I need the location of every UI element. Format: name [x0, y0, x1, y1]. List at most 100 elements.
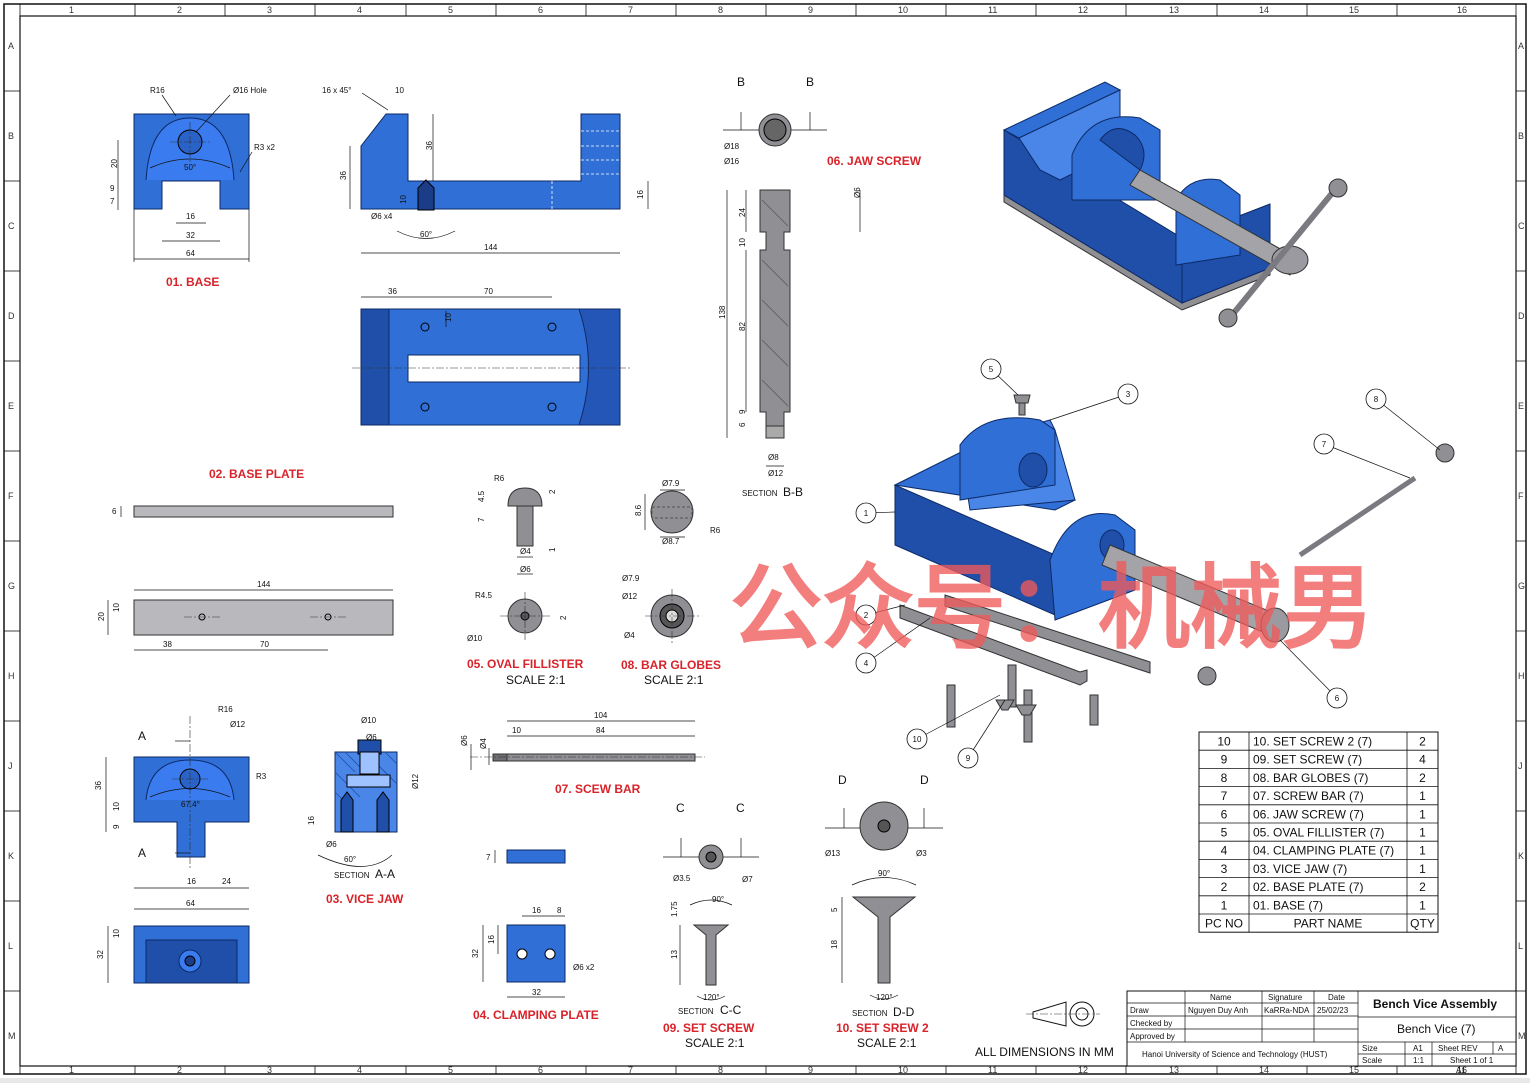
zone-column-label: 10 [898, 5, 908, 15]
dim-text: Ø3 [916, 849, 927, 858]
dim-text: 16 [186, 212, 195, 221]
section-id: A-A [375, 867, 395, 881]
view-title: 02. BASE PLATE [209, 467, 304, 481]
tb-signature: KaRRa-NDA [1264, 1006, 1310, 1015]
dim-text: Ø7.9 [622, 574, 640, 583]
tb-rev: A [1498, 1044, 1504, 1053]
zone-column-label: 7 [628, 1065, 633, 1075]
tb-scale: 1:1 [1413, 1056, 1425, 1065]
dim-text: 10 [399, 195, 408, 204]
vice-jaw-top-view [107, 908, 250, 984]
jaw-screw-section-view [726, 189, 861, 467]
dim-text: 90° [878, 869, 890, 878]
oval-fillister-top-view [500, 592, 550, 640]
section-label: SECTION [742, 489, 778, 498]
dim-text: Ø8 [768, 453, 779, 462]
set-screw2-end-view [825, 801, 943, 851]
zone-column-label: 12 [1078, 1065, 1088, 1075]
tb-sheet: Sheet 1 of 1 [1450, 1056, 1494, 1065]
dim-text: 5 [830, 907, 839, 912]
zone-column-label: 9 [808, 1065, 813, 1075]
tb-organization: Hanoi University of Science and Technolo… [1142, 1050, 1328, 1059]
base-front-view [117, 94, 253, 262]
balloon-label: 6 [1335, 694, 1340, 703]
dim-text: Ø16 Hole [233, 86, 267, 95]
vice-jaw-front-view [105, 716, 250, 889]
zone-row-label: L [8, 941, 13, 951]
dim-text: Ø10 [467, 634, 483, 643]
zone-column-label: 16 [1457, 1065, 1467, 1075]
drawing-title: Bench Vice Assembly [1373, 997, 1497, 1011]
dim-text: Ø16 [724, 157, 740, 166]
dim-text: 20 [97, 612, 106, 621]
dim-text: Ø4 [520, 547, 531, 556]
tb-size: A1 [1413, 1044, 1423, 1053]
clamping-plate-side-view [494, 849, 566, 864]
assembly-exploded-view [893, 394, 1455, 743]
dim-text: 16 x 45° [322, 86, 351, 95]
dim-text: 1.75 [670, 901, 679, 917]
dim-text: 20 [110, 159, 119, 168]
watermark: 公众号：机械男 [730, 555, 1374, 662]
set-screw2-section-view [841, 877, 917, 1000]
tb-header-signature: Signature [1268, 993, 1303, 1002]
zone-column-label: 1 [69, 1065, 74, 1075]
dim-text: 16 [532, 906, 541, 915]
dim-text: Ø12 [411, 773, 420, 789]
zone-column-label: 6 [538, 1065, 543, 1075]
bom-pc-no: 1 [1221, 898, 1228, 912]
bom-pc-no: 6 [1221, 807, 1228, 821]
set-screw-end-view [663, 838, 759, 870]
base-top-view [352, 296, 632, 426]
bom-pc-no: 7 [1221, 789, 1228, 803]
zone-column-label: 12 [1078, 5, 1088, 15]
dim-text: Ø4 [624, 631, 635, 640]
zone-column-label: 6 [538, 5, 543, 15]
tb-sheet-size: A1 [1456, 1066, 1466, 1075]
zone-row-label: C [8, 221, 15, 231]
dim-text: 32 [471, 949, 480, 958]
dim-text: 6 [112, 507, 117, 516]
section-cut-label: B [806, 75, 814, 89]
dim-text: 24 [738, 208, 747, 217]
bom-part-name: 02. BASE PLATE (7) [1253, 880, 1364, 894]
balloon-label: 3 [1126, 390, 1131, 399]
dim-text: 36 [388, 287, 397, 296]
zone-row-label: M [8, 1031, 16, 1041]
zone-column-label: 8 [718, 1065, 723, 1075]
section-label: SECTION [334, 871, 370, 880]
bom-qty: 1 [1419, 807, 1426, 821]
dim-text: 50° [184, 163, 196, 172]
base-plate-side-view [120, 505, 394, 518]
base-plate-top-view [107, 589, 394, 651]
dim-text: 64 [186, 249, 195, 258]
bom-qty: 2 [1419, 880, 1426, 894]
dim-text: R6 [710, 526, 721, 535]
dim-text: Ø12 [230, 720, 246, 729]
bom-pc-no: 10 [1217, 735, 1231, 749]
dim-text: Ø6 [520, 565, 531, 574]
bom-pc-no: 2 [1221, 880, 1228, 894]
dim-text: Ø6 [326, 840, 337, 849]
balloon-circle [906, 728, 928, 750]
dim-text: 84 [596, 726, 605, 735]
bom-qty: 1 [1419, 844, 1426, 858]
zone-row-label: K [8, 851, 14, 861]
bar-globes-end-view [645, 589, 700, 643]
view-scale: SCALE 2:1 [644, 673, 704, 687]
zone-row-label: H [8, 671, 15, 681]
oval-fillister-side-view [507, 487, 543, 575]
zone-column-label: 4 [357, 1065, 362, 1075]
dim-text: 36 [94, 781, 103, 790]
set-screw-section-view [679, 899, 733, 1001]
bom-part-name: 06. JAW SCREW (7) [1253, 807, 1364, 821]
bom-part-name: 09. SET SCREW (7) [1253, 753, 1362, 767]
balloon-circle [957, 747, 979, 769]
zone-row-label: G [1518, 581, 1525, 591]
dim-text: 10 [395, 86, 404, 95]
balloon-label: 8 [1374, 395, 1379, 404]
zone-row-label: K [1518, 851, 1524, 861]
tb-size-label: Size [1362, 1044, 1378, 1053]
view-title: 03. VICE JAW [326, 892, 404, 906]
